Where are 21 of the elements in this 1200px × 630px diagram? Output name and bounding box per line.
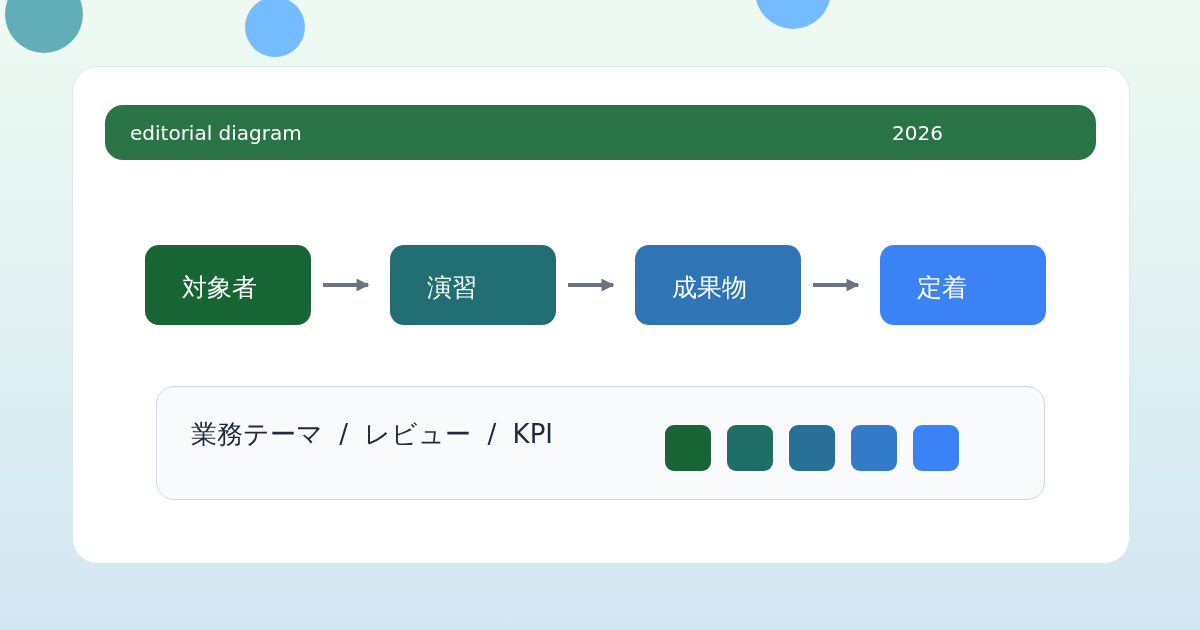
color-square [727,425,773,471]
header-band [105,105,1096,160]
color-square [913,425,959,471]
arrow [323,278,370,292]
color-square [789,425,835,471]
year-label: 2026 [892,121,943,145]
header-title: editorial diagram [130,121,302,145]
process-box [390,245,556,325]
process-box [145,245,311,325]
panel-text: 業務テーマ / レビュー / KPI [191,418,553,451]
step-label: 定着 [917,272,967,304]
arrow [813,278,860,292]
process-box [635,245,801,325]
color-square [851,425,897,471]
arrow [568,278,615,292]
color-square [665,425,711,471]
step-label: 成果物 [672,272,747,304]
info-panel [156,386,1045,500]
step-label: 演習 [427,272,477,304]
process-box [880,245,1046,325]
step-label: 対象者 [182,272,257,304]
